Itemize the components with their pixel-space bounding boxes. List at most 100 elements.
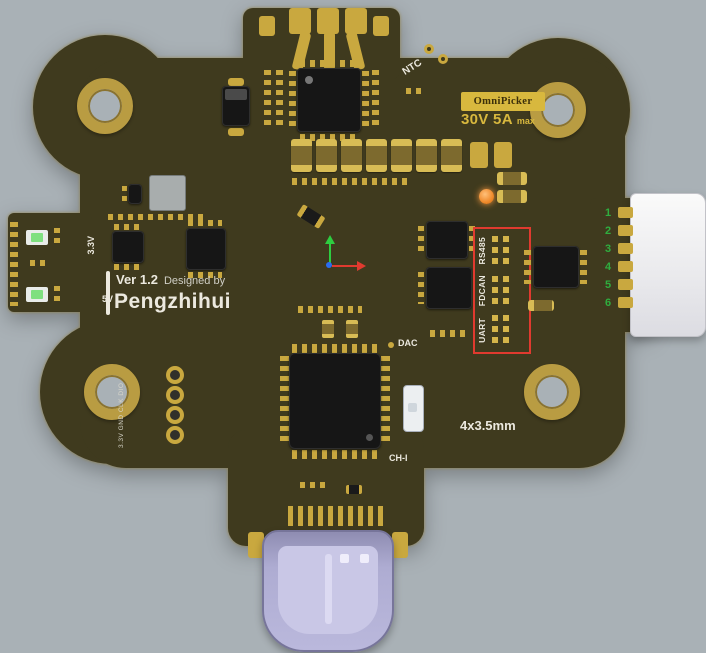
xcvr2-pins-left bbox=[418, 272, 424, 304]
usb-shield-pad-right bbox=[392, 532, 408, 558]
top-trace-middle bbox=[324, 32, 335, 70]
regulator-3v3-chip bbox=[112, 231, 144, 263]
mounting-hole-bottom-right bbox=[524, 364, 580, 420]
dac-label: DAC bbox=[398, 338, 418, 348]
capacitor-near-connector bbox=[528, 300, 554, 311]
top-power-pad-2 bbox=[317, 8, 339, 34]
pin-number-1: 1 bbox=[604, 207, 612, 219]
connector-contact bbox=[618, 261, 633, 272]
top-power-pad-1 bbox=[289, 8, 311, 34]
qfn-top-pins-left bbox=[289, 71, 296, 129]
rs485-pads-col2 bbox=[503, 236, 509, 266]
dac-pad-dot bbox=[388, 342, 394, 348]
esd-chip-pins-right bbox=[580, 250, 587, 284]
pad-column-left-of-driver-2 bbox=[276, 70, 283, 126]
via-1 bbox=[424, 44, 434, 54]
top-side-pad-right bbox=[373, 16, 389, 36]
inductor-pad-top bbox=[228, 78, 244, 86]
small-part-above-usb bbox=[346, 485, 362, 494]
rail-3v3-label: 3.3V bbox=[86, 236, 96, 255]
interface-label-fdcan: FDCAN bbox=[477, 274, 487, 307]
rating-value: 30V 5A bbox=[461, 111, 513, 128]
mounting-hole-bottom-left bbox=[84, 364, 140, 420]
transceiver-chip-2 bbox=[426, 267, 472, 309]
mcu-pins-bottom bbox=[292, 450, 378, 459]
mcu-pins-left bbox=[280, 356, 289, 446]
axis-x-arrowhead bbox=[357, 261, 366, 271]
regulator-pins-bottom bbox=[114, 264, 142, 270]
version-line: Ver 1.2 Designed by bbox=[116, 272, 225, 287]
regulator5-pins-top bbox=[188, 220, 222, 226]
pad-row-above-mcu bbox=[298, 306, 362, 313]
qfn-top-pins-right bbox=[362, 71, 369, 129]
usb-shield-pad-left bbox=[248, 532, 264, 558]
capacitor bbox=[391, 139, 412, 172]
capacitor bbox=[366, 139, 387, 172]
esd-chip-pins-left bbox=[524, 250, 531, 284]
small-cap-2 bbox=[346, 320, 358, 338]
mcu-chip bbox=[289, 353, 381, 449]
left-tab-mid-pads bbox=[30, 260, 48, 266]
left-edge-pad-column bbox=[10, 222, 18, 306]
fdcan-pads-col2 bbox=[503, 275, 509, 306]
pad-row-below-caps bbox=[292, 178, 412, 185]
power-pad-a bbox=[470, 142, 488, 168]
interface-label-uart: UART bbox=[477, 317, 487, 343]
usb-c-center-seam bbox=[325, 554, 332, 624]
transistor bbox=[128, 184, 142, 204]
qfn-top-pins-top bbox=[300, 60, 358, 67]
transceiver-chip-1 bbox=[426, 221, 468, 259]
interface-label-rs485: RS485 bbox=[477, 237, 487, 265]
mcu-pins-top bbox=[292, 344, 378, 353]
connector-contact bbox=[618, 207, 633, 218]
regulator5-pins-bottom bbox=[188, 272, 222, 278]
crystal-mark bbox=[408, 403, 417, 412]
led-green-die-1 bbox=[31, 233, 43, 242]
fdcan-pads-col1 bbox=[492, 275, 498, 306]
capacitor bbox=[341, 139, 362, 172]
status-led-orange bbox=[479, 189, 494, 204]
designed-by-label: Designed by bbox=[163, 275, 226, 287]
jst-connector-contacts bbox=[618, 207, 633, 308]
pin-number-3: 3 bbox=[604, 243, 612, 255]
connector-contact bbox=[618, 225, 633, 236]
interface-row-uart: UART bbox=[477, 311, 527, 349]
crystal-metal-can bbox=[149, 175, 186, 211]
board-left-tab bbox=[8, 213, 92, 312]
ntc-pads bbox=[406, 88, 422, 94]
axis-origin-blue bbox=[326, 262, 332, 268]
axis-y-green bbox=[329, 242, 331, 266]
capacitor bbox=[291, 139, 312, 172]
capacitor-horizontal-2 bbox=[497, 190, 527, 203]
mcu-pins-right bbox=[381, 356, 390, 446]
regulator-pins-top bbox=[114, 224, 142, 230]
transistor-pads bbox=[122, 186, 127, 202]
voltage-rating: 30V 5A max bbox=[461, 111, 535, 128]
small-cap-1 bbox=[322, 320, 334, 338]
mcu-pin1-dot bbox=[366, 434, 373, 441]
capacitor-horizontal-1 bbox=[497, 172, 527, 185]
version-divider-bar bbox=[106, 271, 110, 315]
board-bottom-tab bbox=[228, 430, 424, 546]
ch1-label: CH-I bbox=[389, 453, 408, 463]
capacitor bbox=[416, 139, 437, 172]
mounting-hole-top-left bbox=[77, 78, 133, 134]
pad-column-right-of-driver bbox=[372, 70, 379, 126]
connector-pin-numbers: 1 2 3 4 5 6 bbox=[602, 204, 614, 312]
connector-contact bbox=[618, 297, 633, 308]
connector-contact bbox=[618, 279, 633, 290]
debug-pads-labels: 3.3V GND CLK DIO bbox=[118, 382, 125, 448]
xcvr1-pins-right bbox=[469, 226, 475, 254]
capacitor bbox=[316, 139, 337, 172]
interface-row-rs485: RS485 bbox=[477, 232, 527, 270]
led-green-die-2 bbox=[31, 290, 43, 299]
debug-throughhole-pads bbox=[166, 366, 184, 444]
inductor-top-face bbox=[225, 89, 247, 100]
version-label: Ver 1.2 bbox=[116, 272, 158, 287]
pin-number-2: 2 bbox=[604, 225, 612, 237]
interface-row-fdcan: FDCAN bbox=[477, 272, 527, 310]
uart-pads-col1 bbox=[492, 315, 498, 345]
usb-solder-dot-1 bbox=[340, 554, 349, 563]
esd-protection-chip bbox=[533, 246, 579, 288]
